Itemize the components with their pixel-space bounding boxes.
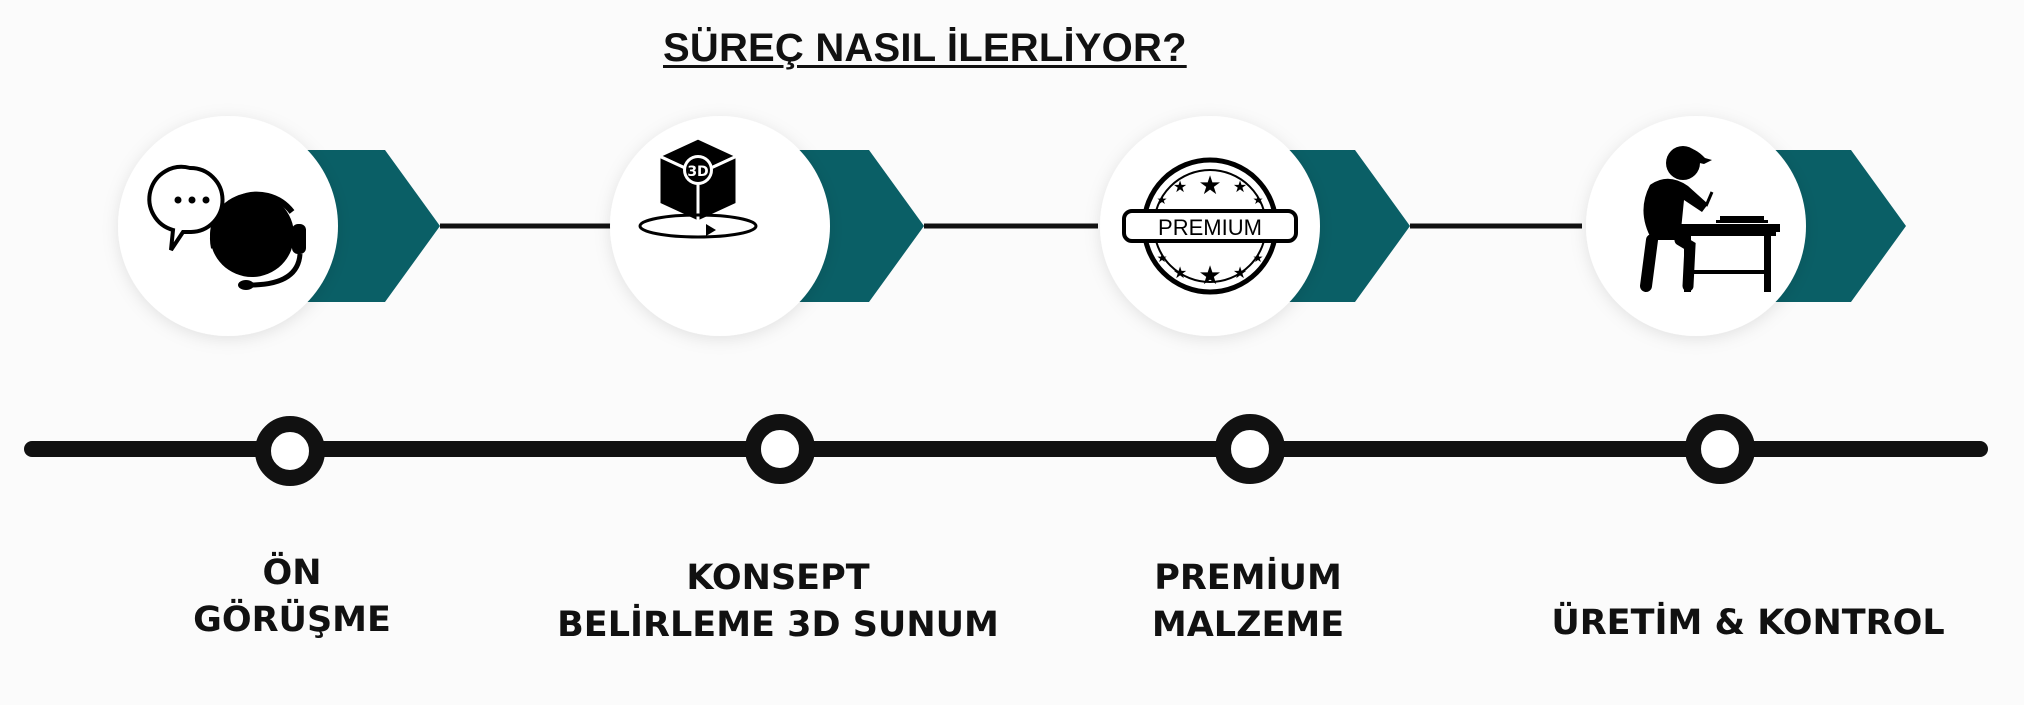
- cube-badge-text: 3D: [687, 164, 708, 180]
- svg-text:★: ★: [1198, 171, 1221, 201]
- svg-text:★: ★: [1157, 251, 1168, 265]
- step-label-line: ÖN: [262, 553, 322, 593]
- chevron-2: [790, 150, 924, 302]
- step-label-line: ÜRETİM & KONTROL: [1551, 603, 1945, 643]
- page-title: SÜREÇ NASIL İLERLİYOR?: [663, 26, 1187, 70]
- svg-text:★: ★: [1157, 193, 1168, 207]
- step-label-line: PREMİUM: [1154, 558, 1342, 598]
- timeline: [24, 414, 1988, 486]
- timeline-node-4: [1685, 414, 1755, 484]
- svg-text:★: ★: [1253, 193, 1264, 207]
- step-label-line: GÖRÜŞME: [193, 600, 391, 640]
- customer-support-chat-icon: [147, 164, 306, 290]
- svg-text:★: ★: [1198, 261, 1221, 291]
- step-label-konsept: KONSEPT BELİRLEME 3D SUNUM: [557, 555, 999, 649]
- chevron-1: [300, 150, 440, 302]
- premium-badge-text: PREMIUM: [1158, 215, 1262, 240]
- timeline-node-2: [745, 414, 815, 484]
- timeline-node-1: [255, 416, 325, 486]
- step-label-line: MALZEME: [1151, 605, 1345, 645]
- svg-text:★: ★: [1173, 177, 1187, 196]
- svg-text:★: ★: [1253, 251, 1264, 265]
- svg-text:★: ★: [1233, 177, 1247, 196]
- premium-stamp-icon: ★ ★ ★ ★ ★ ★ ★ ★ ★ ★ PREMIUM: [1122, 157, 1298, 295]
- 3d-rotating-cube-icon: 3D: [638, 136, 758, 239]
- chevron-4: [1770, 150, 1906, 302]
- step-label-line: BELİRLEME 3D SUNUM: [557, 605, 999, 645]
- svg-text:★: ★: [1233, 263, 1247, 282]
- step-label-premium-malzeme: PREMİUM MALZEME: [1152, 555, 1344, 649]
- step-label-line: KONSEPT: [686, 558, 870, 598]
- craftsman-at-workbench-icon: [1640, 146, 1780, 292]
- step-label-on-gorusme: ÖN GÖRÜŞME: [193, 550, 391, 644]
- svg-text:★: ★: [1173, 263, 1187, 282]
- timeline-node-3: [1215, 414, 1285, 484]
- step-label-uretim-kontrol: ÜRETİM & KONTROL: [1551, 600, 1944, 647]
